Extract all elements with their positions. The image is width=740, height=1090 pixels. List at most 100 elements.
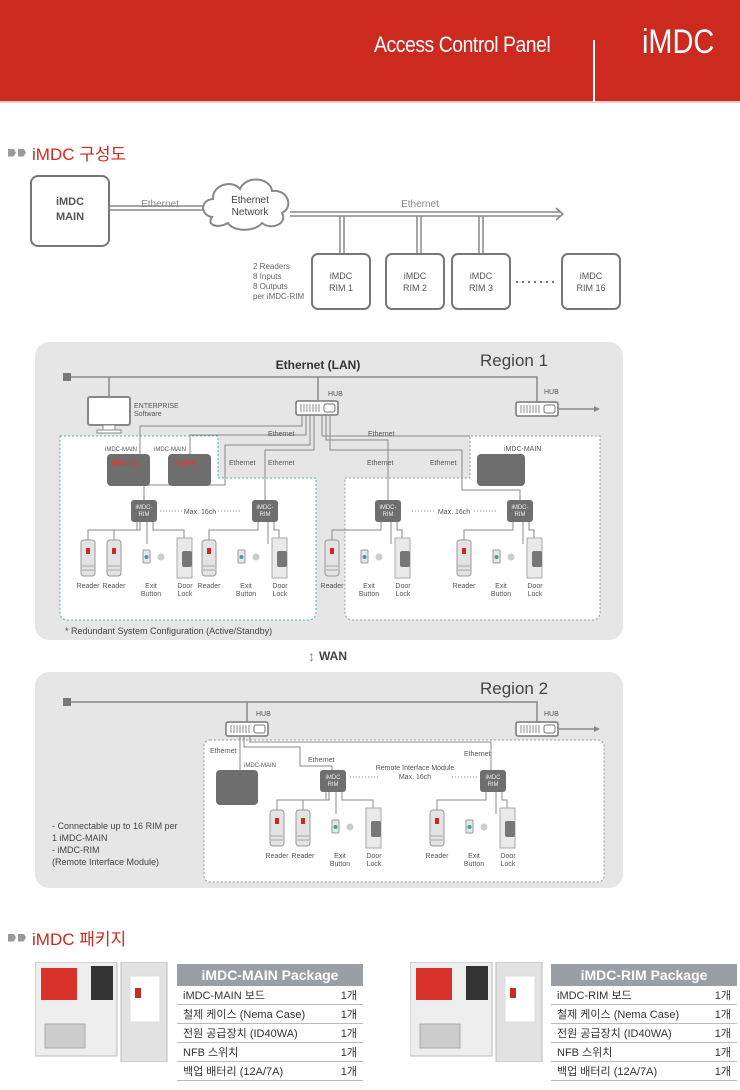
region2-group-box: [203, 739, 605, 883]
rim-box-16: iMDC RIM 16: [561, 253, 621, 310]
double-arrow-icon: [8, 933, 26, 942]
table-row: 전원 공급장치 (ID40WA)1개: [551, 1023, 737, 1043]
svg-text:Door: Door: [527, 583, 543, 590]
monitor-icon: [87, 396, 131, 426]
svg-text:Lock: Lock: [501, 861, 516, 868]
svg-text:Reader: Reader: [321, 583, 345, 590]
door-lock-icon: [365, 807, 382, 849]
svg-text:RIM: RIM: [260, 512, 271, 518]
svg-text:Reader: Reader: [198, 583, 222, 590]
hub-icon-right: [515, 401, 559, 417]
svg-text:Reader: Reader: [292, 853, 316, 860]
rim-spec-4: per iMDC-RIM: [253, 292, 304, 301]
reader-icon: [269, 809, 285, 847]
svg-text:RIM: RIM: [328, 782, 339, 788]
rim-box-3: iMDC RIM 3: [451, 253, 511, 310]
svg-text:Exit: Exit: [468, 853, 480, 860]
reader-icon: [295, 809, 311, 847]
svg-text:Max. 16ch: Max. 16ch: [184, 509, 216, 516]
svg-text:Exit: Exit: [363, 583, 375, 590]
standby-label: Standby: [111, 460, 139, 467]
svg-text:Lock: Lock: [367, 861, 382, 868]
svg-text:RIM 2: RIM 2: [403, 283, 427, 293]
page-header: Access Control Panel iMDC: [0, 0, 740, 103]
svg-text:iMDC: iMDC: [486, 775, 502, 781]
svg-text:iMDC: iMDC: [330, 271, 353, 281]
rim-spec-2: 8 Inputs: [253, 272, 281, 281]
section-title-text: iMDC 구성도: [32, 145, 127, 164]
svg-text:iMDC: iMDC: [326, 775, 342, 781]
arrow-icon: [594, 726, 600, 732]
ethernet-label-left: Ethernet: [141, 199, 179, 210]
svg-text:iMDC-MAIN: iMDC-MAIN: [244, 763, 276, 769]
region-2-diagram: Region 2 HUB HUB Ethernet Ethernet Ether…: [35, 672, 623, 888]
svg-text:Ethernet: Ethernet: [268, 460, 295, 467]
rim-module: [507, 500, 533, 522]
door-lock-icon: [176, 537, 193, 579]
wan-label: WAN: [319, 649, 347, 663]
svg-text:iMDC-: iMDC-: [136, 505, 153, 511]
svg-text:Door: Door: [177, 583, 193, 590]
svg-text:iMDC: iMDC: [580, 271, 603, 281]
region2-main: [216, 770, 258, 805]
svg-text:Ethernet: Ethernet: [430, 460, 457, 467]
svg-text:Button: Button: [141, 591, 161, 598]
table-row: 백업 배터리 (12A/7A)1개: [177, 1061, 363, 1081]
rim-module: [480, 770, 506, 792]
main-package-photo: [35, 962, 168, 1062]
svg-text:Exit: Exit: [495, 583, 507, 590]
svg-text:Button: Button: [359, 591, 379, 598]
svg-text:Ethernet: Ethernet: [210, 748, 237, 755]
table-row: 철제 케이스 (Nema Case)1개: [551, 1004, 737, 1024]
svg-text:Reader: Reader: [453, 583, 477, 590]
rim-spec-3: 8 Outputs: [253, 282, 288, 291]
region2-note-1: - Connectable up to 16 RIM per: [52, 821, 178, 831]
svg-text:iMDC-: iMDC-: [257, 505, 274, 511]
reader-icon: [324, 539, 340, 577]
standby-main: [107, 454, 150, 486]
svg-text:Max. 16ch: Max. 16ch: [399, 774, 431, 781]
door-lock-icon: [499, 807, 516, 849]
cloud-label-1: Ethernet: [231, 195, 269, 206]
table-row: 전원 공급장치 (ID40WA)1개: [177, 1023, 363, 1043]
svg-text:Button: Button: [236, 591, 256, 598]
svg-text:Button: Button: [330, 861, 350, 868]
hub-icon-right: [515, 721, 559, 737]
svg-text:Ethernet: Ethernet: [308, 757, 335, 764]
svg-text:Ethernet: Ethernet: [367, 460, 394, 467]
svg-text:Door: Door: [272, 583, 288, 590]
reader-icon: [106, 539, 122, 577]
svg-text:Lock: Lock: [178, 591, 193, 598]
svg-text:HUB: HUB: [256, 711, 271, 718]
svg-text:RIM: RIM: [488, 782, 499, 788]
reader-icon: [456, 539, 472, 577]
svg-text:Ethernet: Ethernet: [229, 460, 256, 467]
redundant-footnote: * Redundant System Configuration (Active…: [65, 626, 272, 636]
active-main: [168, 454, 211, 486]
lan-label: Ethernet (LAN): [276, 358, 361, 372]
svg-text:Button: Button: [464, 861, 484, 868]
svg-text:Reader: Reader: [77, 583, 101, 590]
ethernet-label-right: Ethernet: [401, 199, 439, 210]
table-row: 백업 배터리 (12A/7A)1개: [551, 1061, 737, 1081]
topology-diagram: iMDC MAIN Ethernet Ethernet Network Ethe…: [30, 175, 621, 310]
svg-text:Ethernet: Ethernet: [368, 431, 395, 438]
double-arrow-vertical-icon: ↕: [308, 648, 315, 664]
svg-text:RIM: RIM: [515, 512, 526, 518]
region-1-title: Region 1: [480, 351, 548, 370]
main-package-title: iMDC-MAIN Package: [177, 964, 363, 986]
door-lock-icon: [394, 537, 411, 579]
header-brand: iMDC: [642, 23, 715, 61]
cloud-icon: [202, 178, 290, 231]
svg-text:Reader: Reader: [103, 583, 127, 590]
svg-text:Door: Door: [500, 853, 516, 860]
header-divider: [593, 40, 595, 102]
